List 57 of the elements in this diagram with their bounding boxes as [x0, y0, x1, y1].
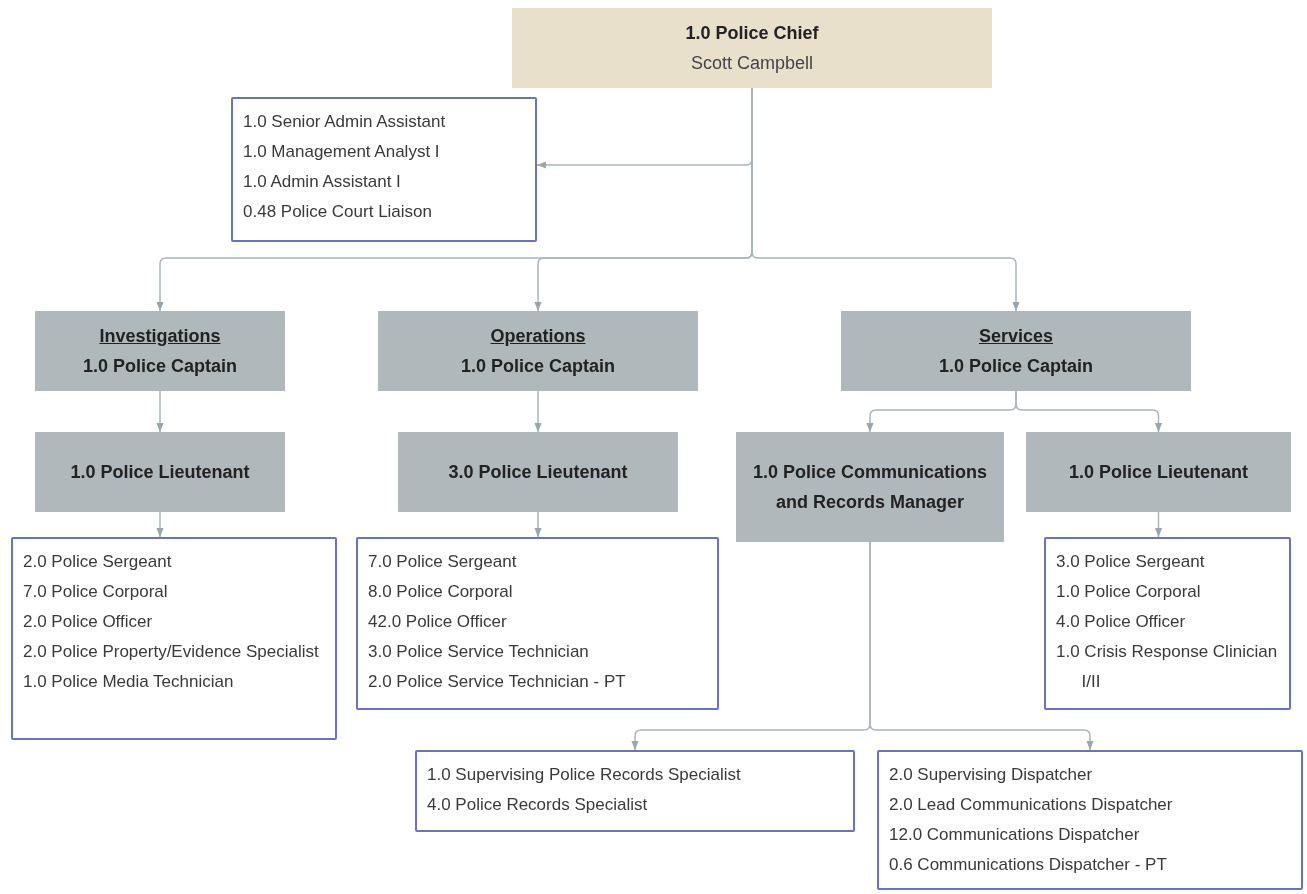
position-title: 1.0 Police Lieutenant: [70, 461, 250, 484]
staff-position-text: 2.0 Supervising Dispatcher: [889, 764, 1094, 786]
staff-position-text: 4.0 Police Officer: [1056, 611, 1187, 633]
position-title: Services: [978, 325, 1054, 348]
staff-position-text: 2.0 Police Property/Evidence Specialist: [23, 641, 320, 663]
position-subtitle: 1.0 Police Captain: [938, 355, 1094, 378]
staff-list-box: [231, 97, 537, 242]
position-title: 1.0 Police Lieutenant: [1068, 461, 1249, 484]
staff-position-text: 0.48 Police Court Liaison: [243, 201, 433, 223]
position-subtitle: Scott Campbell: [690, 52, 814, 75]
staff-position-text: 1.0 Police Media Technician: [23, 671, 235, 693]
position-title: 3.0 Police Lieutenant: [448, 461, 628, 484]
connector-arrow: [869, 541, 1094, 751]
position-box: [398, 432, 678, 512]
staff-position-text: 1.0 Supervising Police Records Specialist: [427, 764, 742, 786]
staff-position-text: 1.0 Management Analyst I: [243, 141, 441, 163]
staff-position-text: 2.0 Police Service Technician - PT: [368, 671, 627, 693]
connector-arrow: [534, 511, 542, 538]
staff-position-text: 2.0 Police Officer: [23, 611, 154, 633]
staff-list-box: [11, 537, 337, 740]
position-subtitle: 1.0 Police Captain: [460, 355, 616, 378]
staff-list-box: [877, 750, 1303, 890]
staff-position-text: 3.0 Police Service Technician: [368, 641, 590, 663]
connector-arrow: [1154, 511, 1163, 538]
staff-position-text: 1.0 Crisis Response Clinician I/II: [1056, 641, 1279, 693]
staff-position-text: 2.0 Lead Communications Dispatcher: [889, 794, 1174, 816]
title-box: [512, 8, 992, 88]
staff-position-text: 7.0 Police Corporal: [23, 581, 169, 603]
position-box: [35, 311, 285, 391]
staff-position-text: 8.0 Police Corporal: [368, 581, 514, 603]
connector-arrow: [1015, 390, 1163, 433]
position-title: 1.0 Police Communications and Records Manager: [751, 461, 989, 514]
staff-position-text: 3.0 Police Sergeant: [1056, 551, 1206, 573]
staff-position-text: 1.0 Admin Assistant I: [243, 171, 402, 193]
position-box: [378, 311, 698, 391]
staff-list-box: [1044, 537, 1291, 710]
position-box: [35, 432, 285, 512]
connector-arrow: [156, 511, 164, 538]
staff-list-box: [356, 537, 719, 710]
position-title: Operations: [490, 325, 586, 348]
staff-position-text: 42.0 Police Officer: [368, 611, 508, 633]
position-subtitle: 1.0 Police Captain: [82, 355, 238, 378]
staff-position-text: 2.0 Police Sergeant: [23, 551, 173, 573]
position-box: [1026, 432, 1291, 512]
staff-position-text: 12.0 Communications Dispatcher: [889, 824, 1141, 846]
staff-position-text: 4.0 Police Records Specialist: [427, 794, 649, 816]
staff-position-text: 1.0 Police Corporal: [1056, 581, 1202, 603]
position-box: [736, 432, 1004, 542]
position-title: Investigations: [99, 325, 221, 348]
connector-arrow: [534, 390, 542, 433]
staff-position-text: 0.6 Communications Dispatcher - PT: [889, 854, 1168, 876]
position-title: 1.0 Police Chief: [685, 22, 819, 45]
connector-arrow: [156, 390, 164, 433]
staff-position-text: 1.0 Senior Admin Assistant: [243, 111, 447, 133]
staff-list-box: [415, 750, 855, 832]
staff-position-text: 7.0 Police Sergeant: [368, 551, 518, 573]
position-box: [841, 311, 1191, 391]
